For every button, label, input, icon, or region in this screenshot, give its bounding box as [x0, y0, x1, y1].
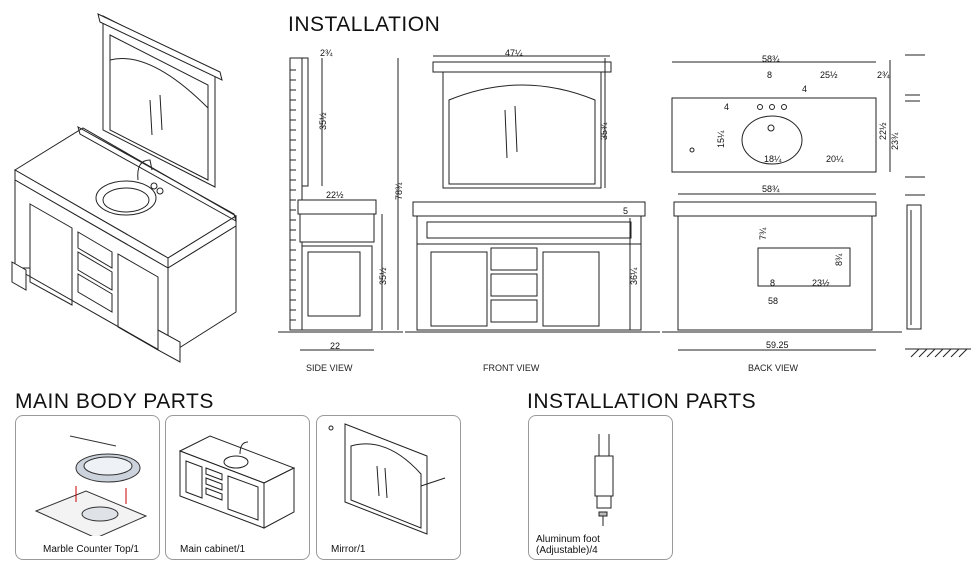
dim-front-width: 47¼	[505, 48, 523, 58]
part-label-aluminum-foot-line1: Aluminum foot	[536, 534, 600, 545]
dim-side-depth-top: 22½	[326, 190, 344, 200]
dim-top-side-23: 23¾	[890, 132, 900, 150]
part-card-aluminum-foot: Aluminum foot (Adjustable)/4	[528, 415, 673, 560]
heading-main-body-parts: MAIN BODY PARTS	[15, 390, 214, 413]
dim-back-23: 23½	[812, 278, 830, 288]
part-card-mirror: Mirror/1	[316, 415, 461, 560]
back-view-drawing: 58¾ 8 25½ 4 4 15¼ 18¼ 20¼ 22½ 2¾ 23¾ 58¾…	[662, 54, 902, 351]
dim-top-4a: 4	[802, 84, 807, 94]
dim-top-20: 20¼	[826, 154, 844, 164]
dim-side-depth: 22	[330, 341, 340, 351]
part-label-aluminum-foot-line2: (Adjustable)/4	[536, 545, 598, 556]
main-cabinet-illustration	[178, 435, 296, 529]
side-view-drawing: 2¾ 35½ 78¾ 22½ 35½ 22	[278, 48, 403, 351]
dim-back-width: 58¾	[762, 184, 780, 194]
heading-installation: INSTALLATION	[288, 13, 441, 36]
dim-top-side-2: 2¾	[877, 70, 890, 80]
label-front-view: FRONT VIEW	[483, 363, 540, 373]
label-back-view: BACK VIEW	[748, 363, 799, 373]
part-label-main-cabinet: Main cabinet/1	[180, 544, 246, 555]
dim-top-4b: 4	[724, 102, 729, 112]
dim-back-7: 7¾	[758, 227, 768, 240]
dim-front-height: 36¼	[629, 267, 639, 285]
isometric-vanity-illustration	[11, 13, 237, 363]
part-label-mirror: Mirror/1	[331, 544, 366, 555]
dim-back-8: 8	[770, 278, 775, 288]
dim-back-58: 58	[768, 296, 778, 306]
dim-back-8v: 8¾	[834, 253, 844, 266]
dim-top-18: 18¼	[764, 154, 782, 164]
dim-top-width: 58¾	[762, 54, 780, 64]
dim-top-15: 15¼	[716, 130, 726, 148]
dim-side-top: 2¾	[320, 48, 333, 58]
dim-front-gap: 5	[623, 206, 628, 216]
aluminum-foot-illustration	[594, 434, 614, 526]
dim-front-mirror: 35¾	[599, 122, 609, 140]
dim-top-8: 8	[767, 70, 772, 80]
dim-side-total: 78¾	[394, 182, 403, 200]
dim-top-25: 25½	[820, 70, 838, 80]
part-card-counter-top: Marble Counter Top/1	[15, 415, 160, 560]
mirror-illustration	[328, 423, 446, 535]
front-view-drawing: 47¼ 35¾ 5 36¼	[405, 48, 660, 333]
dim-side-cabinet: 35½	[378, 267, 388, 285]
dim-top-22: 22½	[878, 122, 888, 140]
part-card-main-cabinet: Main cabinet/1	[165, 415, 310, 560]
side-profile-detail	[905, 54, 971, 358]
dim-back-floor: 59.25	[766, 340, 789, 350]
heading-installation-parts: INSTALLATION PARTS	[527, 390, 757, 413]
part-label-counter-top: Marble Counter Top/1	[43, 544, 139, 555]
counter-top-illustration	[34, 435, 148, 536]
dim-side-mirror: 35½	[318, 112, 328, 130]
label-side-view: SIDE VIEW	[306, 363, 353, 373]
